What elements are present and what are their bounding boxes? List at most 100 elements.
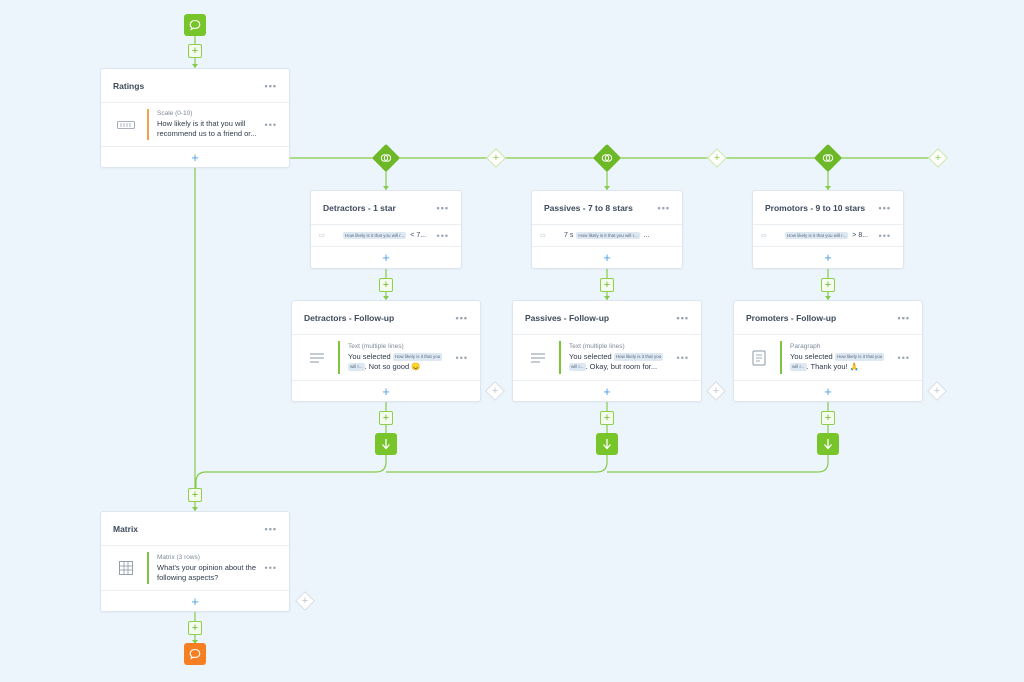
add-question-button[interactable]: + (824, 384, 832, 399)
branch-card-promotors[interactable]: Promotors - 9 to 10 stars ••• ▭ How like… (752, 190, 904, 269)
add-question-button[interactable]: + (382, 384, 390, 399)
chat-bubble-icon (189, 648, 201, 660)
insert-step-button[interactable]: + (600, 278, 614, 292)
followup-card-promoters[interactable]: Promoters - Follow-up ••• Paragraph You … (733, 300, 923, 402)
add-condition-button[interactable]: + (603, 250, 611, 265)
card-title: Promoters - Follow-up (746, 312, 837, 323)
question-row[interactable]: Paragraph You selected How likely is it … (734, 335, 922, 381)
piped-answer-chip: How likely is it that you (392, 353, 443, 362)
card-menu-button[interactable]: ••• (436, 202, 449, 213)
merge-arrow-node[interactable] (596, 433, 618, 455)
card-header: Ratings ••• (101, 69, 289, 103)
question-chip: How likely is it that you will r... (343, 232, 407, 239)
card-title: Passives - 7 to 8 stars (544, 202, 633, 213)
question-type: Text (multiple lines) (569, 343, 625, 351)
question-title: You selected How likely is it that you w… (569, 352, 664, 371)
followup-card-detractors[interactable]: Detractors - Follow-up ••• Text (multipl… (291, 300, 481, 402)
card-menu-button[interactable]: ••• (676, 312, 689, 323)
question-row[interactable]: Matrix (3 rows) What's your opinion abou… (101, 546, 289, 591)
branch-logic-icon[interactable] (592, 143, 622, 173)
merge-arrow-node[interactable] (375, 433, 397, 455)
card-menu-button[interactable]: ••• (657, 202, 670, 213)
card-menu-button[interactable]: ••• (455, 312, 468, 323)
text-lines-icon (523, 352, 553, 364)
question-menu-button[interactable]: ••• (455, 352, 468, 363)
branch-card-passives[interactable]: Passives - 7 to 8 stars ••• ▭ 7 s How li… (531, 190, 683, 269)
question-text: Paragraph You selected How likely is it … (790, 343, 912, 372)
question-chip: How likely is it that you will r... (785, 232, 849, 239)
piped-answer-chip: How likely is it that you (613, 353, 664, 362)
condition-operator: < 7... (410, 232, 427, 239)
chat-bubble-icon (189, 19, 201, 31)
end-node[interactable] (184, 643, 206, 665)
question-row[interactable]: Text (multiple lines) You selected How l… (292, 335, 480, 381)
insert-step-button[interactable]: + (379, 411, 393, 425)
condition-row[interactable]: ▭ 7 s How likely is it that you will r..… (532, 225, 682, 247)
question-chip: How likely is it that you will r... (576, 232, 640, 239)
scale-icon: ▭ (761, 233, 767, 239)
question-menu-button[interactable]: ••• (676, 352, 689, 363)
question-menu-button[interactable]: ••• (264, 119, 277, 130)
question-title: What's your opinion about the following … (157, 562, 256, 582)
matrix-card[interactable]: Matrix ••• Matrix (3 rows) What's your o… (100, 511, 290, 612)
add-condition-button[interactable]: + (824, 250, 832, 265)
card-header: Detractors - 1 star ••• (311, 191, 461, 225)
merge-arrow-node[interactable] (817, 433, 839, 455)
question-row[interactable]: Text (multiple lines) You selected How l… (513, 335, 701, 381)
question-text: Text (multiple lines) You selected How l… (348, 343, 470, 372)
ratings-card[interactable]: Ratings ••• Scale (0-10) How likely is i… (100, 68, 290, 168)
scale-icon: ▭ (319, 233, 325, 239)
insert-step-button[interactable]: + (188, 44, 202, 58)
insert-step-button[interactable]: + (188, 488, 202, 502)
question-title: How likely is it that you will recommend… (157, 119, 257, 138)
condition-row[interactable]: ▭ How likely is it that you will r... < … (311, 225, 461, 247)
add-question-button[interactable]: + (603, 384, 611, 399)
branch-logic-icon[interactable] (371, 143, 401, 173)
card-menu-button[interactable]: ••• (264, 523, 277, 534)
question-accent-bar (780, 341, 782, 374)
question-menu-button[interactable]: ••• (897, 352, 910, 363)
card-header: Detractors - Follow-up ••• (292, 301, 480, 335)
grid-icon (111, 561, 141, 575)
insert-step-button[interactable]: + (379, 278, 393, 292)
question-accent-bar (338, 341, 340, 374)
question-menu-button[interactable]: ••• (264, 563, 277, 573)
piped-answer-chip: will r... (790, 363, 807, 371)
question-title: You selected How likely is it that you w… (348, 352, 443, 371)
condition-row[interactable]: ▭ How likely is it that you will r... > … (753, 225, 903, 247)
card-menu-button[interactable]: ••• (264, 80, 277, 91)
condition-menu-button[interactable]: ••• (878, 230, 891, 241)
branch-card-detractors[interactable]: Detractors - 1 star ••• ▭ How likely is … (310, 190, 462, 269)
question-text: Scale (0-10) How likely is it that you w… (157, 110, 279, 139)
insert-step-button[interactable]: + (821, 411, 835, 425)
text-lines-icon (302, 352, 332, 364)
followup-card-passives[interactable]: Passives - Follow-up ••• Text (multiple … (512, 300, 702, 402)
branch-logic-icon[interactable] (813, 143, 843, 173)
card-header: Passives - 7 to 8 stars ••• (532, 191, 682, 225)
insert-step-button[interactable]: + (188, 621, 202, 635)
add-question-button[interactable]: + (191, 594, 199, 609)
paragraph-icon (744, 350, 774, 366)
question-accent-bar (559, 341, 561, 374)
card-header: Passives - Follow-up ••• (513, 301, 701, 335)
condition-value: 7 s (564, 232, 574, 239)
add-question-button[interactable]: + (191, 150, 199, 165)
condition-menu-button[interactable]: ••• (436, 230, 449, 241)
card-header: Promotors - 9 to 10 stars ••• (753, 191, 903, 225)
question-type: Text (multiple lines) (348, 343, 404, 351)
condition-operator: > 8... (852, 232, 869, 239)
question-type: Scale (0-10) (157, 110, 193, 118)
card-menu-button[interactable]: ••• (897, 312, 910, 323)
card-title: Matrix (113, 523, 139, 534)
insert-step-button[interactable]: + (600, 411, 614, 425)
arrow-down-icon (382, 439, 390, 450)
insert-step-button[interactable]: + (821, 278, 835, 292)
start-node[interactable] (184, 14, 206, 36)
add-condition-button[interactable]: + (382, 250, 390, 265)
question-type: Paragraph (790, 343, 821, 351)
condition-operator: ... (643, 232, 650, 239)
question-row[interactable]: Scale (0-10) How likely is it that you w… (101, 103, 289, 147)
arrow-down-icon (603, 439, 611, 450)
card-menu-button[interactable]: ••• (878, 202, 891, 213)
